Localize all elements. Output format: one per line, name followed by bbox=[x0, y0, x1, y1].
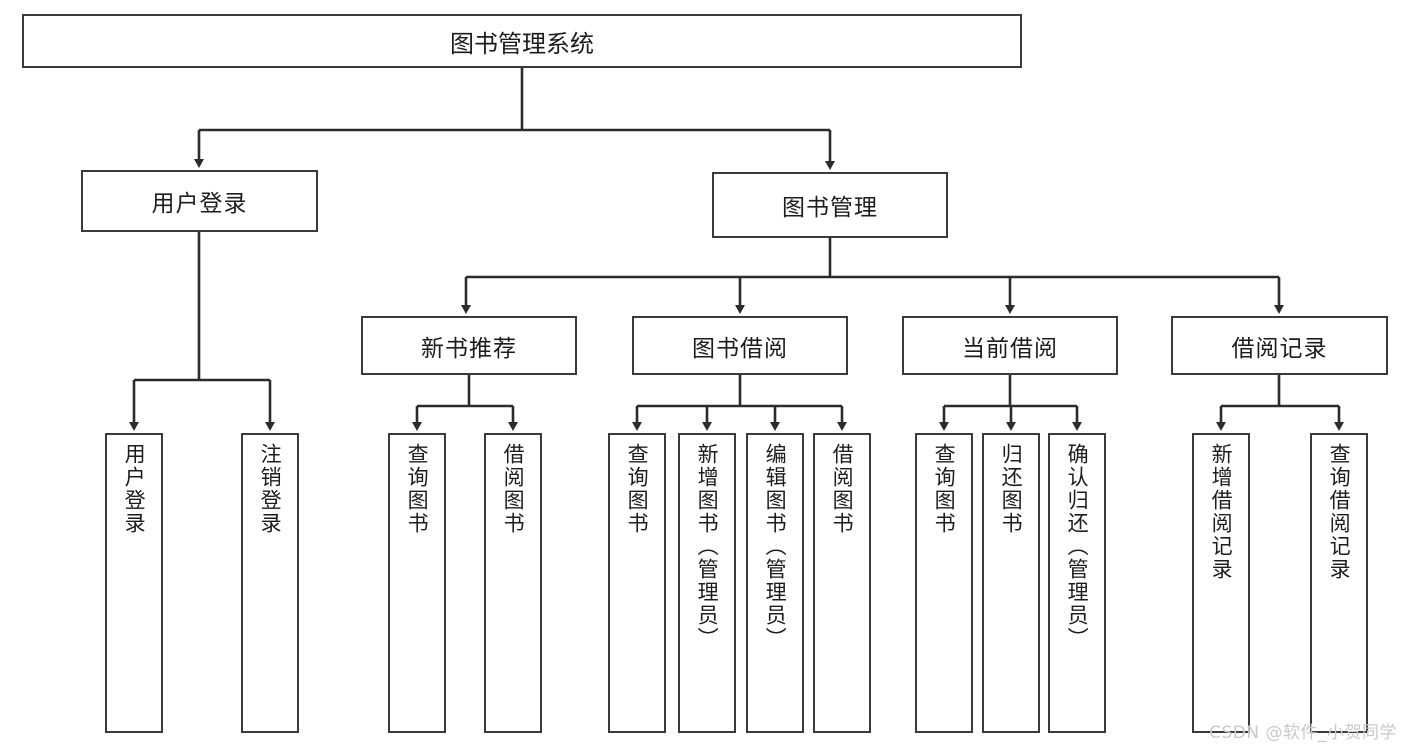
leaf-user-login-logout[interactable]: 注销登录 bbox=[241, 433, 299, 733]
leaf-label: 注销登录 bbox=[258, 443, 283, 535]
leaf-label: 归还图书 bbox=[999, 443, 1024, 535]
node-label: 新书推荐 bbox=[421, 335, 517, 362]
leaf-label: 新增图书（管理员） bbox=[695, 443, 720, 650]
node-root-system[interactable]: 图书管理系统 bbox=[22, 14, 1022, 68]
node-current-borrow[interactable]: 当前借阅 bbox=[902, 316, 1118, 375]
leaf-label: 新增借阅记录 bbox=[1209, 443, 1234, 581]
leaf-borrow-add-book-admin[interactable]: 新增图书（管理员） bbox=[678, 433, 736, 733]
leaf-borrow-borrow-book[interactable]: 借阅图书 bbox=[813, 433, 871, 733]
leaf-label: 用户登录 bbox=[122, 443, 147, 535]
node-borrow-record[interactable]: 借阅记录 bbox=[1171, 316, 1388, 375]
leaf-record-add-record[interactable]: 新增借阅记录 bbox=[1192, 433, 1250, 733]
leaf-current-return-book[interactable]: 归还图书 bbox=[982, 433, 1040, 733]
leaf-label: 借阅图书 bbox=[501, 443, 526, 535]
leaf-label: 编辑图书（管理员） bbox=[763, 443, 788, 650]
node-label: 图书借阅 bbox=[692, 335, 788, 362]
node-book-management[interactable]: 图书管理 bbox=[712, 172, 948, 238]
node-label: 当前借阅 bbox=[962, 335, 1058, 362]
node-new-book-recommend[interactable]: 新书推荐 bbox=[361, 316, 577, 375]
node-label: 图书管理系统 bbox=[450, 29, 594, 58]
leaf-label: 查询借阅记录 bbox=[1327, 443, 1352, 581]
node-label: 用户登录 bbox=[151, 191, 248, 217]
node-book-borrow[interactable]: 图书借阅 bbox=[632, 316, 848, 375]
leaf-label: 确认归还（管理员） bbox=[1065, 443, 1090, 650]
watermark: CSDN @软件_小贺同学 bbox=[1209, 723, 1397, 743]
leaf-user-login-login[interactable]: 用户登录 bbox=[105, 433, 163, 733]
leaf-recommend-query-book[interactable]: 查询图书 bbox=[388, 433, 446, 733]
leaf-current-query-book[interactable]: 查询图书 bbox=[915, 433, 973, 733]
leaf-label: 借阅图书 bbox=[830, 443, 855, 535]
leaf-label: 查询图书 bbox=[625, 443, 650, 535]
node-label: 图书管理 bbox=[782, 195, 878, 221]
leaf-label: 查询图书 bbox=[405, 443, 430, 535]
leaf-current-confirm-return-admin[interactable]: 确认归还（管理员） bbox=[1048, 433, 1106, 733]
node-user-login[interactable]: 用户登录 bbox=[81, 170, 318, 232]
leaf-recommend-borrow-book[interactable]: 借阅图书 bbox=[484, 433, 542, 733]
node-label: 借阅记录 bbox=[1231, 335, 1328, 362]
leaf-borrow-edit-book-admin[interactable]: 编辑图书（管理员） bbox=[746, 433, 804, 733]
leaf-borrow-query-book[interactable]: 查询图书 bbox=[608, 433, 666, 733]
leaf-record-query-record[interactable]: 查询借阅记录 bbox=[1310, 433, 1368, 733]
leaf-label: 查询图书 bbox=[932, 443, 957, 535]
